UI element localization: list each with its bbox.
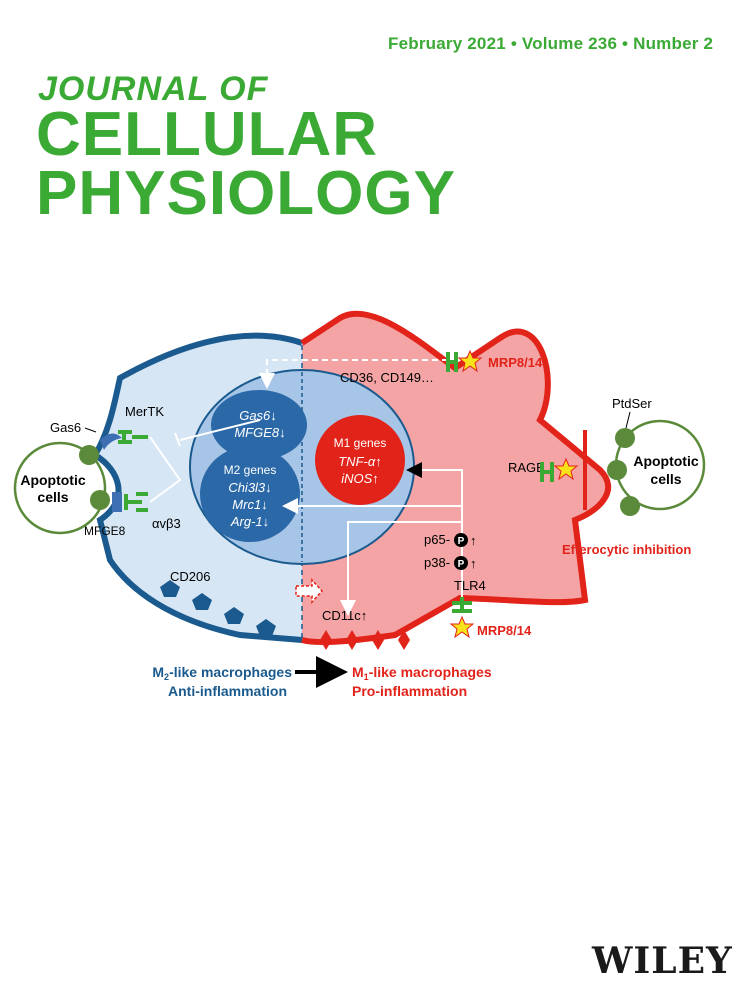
apoptotic-cells-left-line2: cells: [37, 489, 68, 505]
cd11c-label: CD11c↑: [322, 608, 367, 623]
efferocytic-label: Efferocytic inhibition: [562, 542, 691, 557]
m2-sub-label: Anti-inflammation: [168, 683, 287, 699]
m1-macrophage-label: M1-like macrophages: [352, 664, 492, 682]
apoptotic-cells-right-line1: Apoptotic: [633, 453, 699, 469]
tlr4-to-cd11c: [340, 521, 462, 616]
p38-phospho-icon: [454, 556, 468, 570]
m2-gene-chi3l3: Chi3l3↓: [228, 480, 271, 495]
rage-receptor: [540, 462, 554, 482]
gas6-label: Gas6: [50, 420, 81, 435]
transition-arrow-icon: [295, 578, 324, 604]
m1-sub-label: Pro-inflammation: [352, 683, 467, 699]
m1-genes-title: M1 genes: [334, 436, 387, 450]
m2-gene-arg1: Arg-1↓: [230, 514, 269, 529]
m1-genes-box: [315, 415, 405, 505]
mrp-top-label: MRP8/14: [488, 355, 543, 370]
m2-genes-box: [200, 446, 300, 542]
nucleus-gas6-label: Gas6↓: [239, 408, 277, 423]
ptdser-label: PtdSer: [612, 396, 652, 411]
apoptotic-bleb-left-1: [79, 445, 99, 465]
journal-title-line2: CELLULAR: [36, 100, 379, 169]
apoptotic-bleb-right-1: [615, 428, 635, 448]
p38-phospho-letter: P: [458, 559, 465, 570]
mertk-integrin-bracket: [149, 436, 182, 503]
mfge8-label: MFGE8: [84, 524, 126, 538]
cd36-label: CD36, CD149…: [340, 370, 434, 385]
mrp-right-star-icon: [553, 457, 579, 481]
mertk-receptor: [118, 430, 148, 444]
m2-macrophage-label: M2-like macrophages: [152, 664, 292, 682]
nucleus-mfge8-label: MFGE8↓: [234, 425, 285, 440]
tlr4-label: TLR4: [454, 578, 486, 593]
m1-gene-inos: iNOS↑: [341, 471, 379, 486]
cd36-receptor: [446, 352, 458, 372]
apoptotic-cells-left-line1: Apoptotic: [20, 472, 86, 488]
integrin-receptor: [124, 492, 148, 512]
apoptotic-cell-left: [13, 441, 107, 535]
p65-phospho-icon: [454, 533, 468, 547]
gas6-ligand: [100, 433, 122, 450]
m2-gene-mrc1: Mrc1↓: [232, 497, 267, 512]
m1-membrane: [300, 310, 612, 646]
publisher-logo: WILEY: [592, 940, 733, 982]
tlr4-receptor: [452, 597, 472, 613]
gas6-mfge8-box: [211, 390, 307, 460]
mrp-bottom-star-icon: [449, 615, 475, 639]
gas6-leader: [84, 427, 97, 433]
p65-phospho-letter: P: [458, 536, 465, 547]
p65-label: p65-: [424, 532, 450, 547]
inhibition-bar: [174, 432, 181, 447]
cd206-receptors: [160, 580, 276, 636]
m2-genes-title: M2 genes: [224, 463, 277, 477]
rage-label: RAGE: [508, 460, 545, 475]
apoptotic-bleb-right-2: [607, 460, 627, 480]
journal-title-line3: PHYSIOLOGY: [36, 159, 456, 228]
integrin-label: αvβ3: [152, 516, 181, 531]
issue-line: February 2021 • Volume 236 • Number 2: [388, 34, 714, 53]
cd206-label: CD206: [170, 569, 210, 584]
p38-label: p38-: [424, 555, 450, 570]
mrp-top-star-icon: [457, 349, 483, 373]
cd36-dashed-path: [259, 359, 448, 389]
mertk-label: MerTK: [125, 404, 164, 419]
mrp-bottom-label: MRP8/14: [477, 623, 532, 638]
mfge8-ligand: [112, 492, 122, 512]
ptdser-leader: [625, 411, 631, 429]
apoptotic-cells-right-line2: cells: [650, 471, 681, 487]
inhibition-line: [179, 419, 261, 441]
journal-title-line1: JOURNAL OF: [38, 70, 269, 108]
p65-up-arrow: ↑: [470, 533, 477, 548]
cd11c-receptors: [320, 630, 410, 650]
apoptotic-bleb-left-2: [90, 490, 110, 510]
apoptotic-bleb-right-3: [620, 496, 640, 516]
p38-up-arrow: ↑: [470, 556, 477, 571]
m1-gene-tnf: TNF-α↑: [338, 454, 382, 469]
